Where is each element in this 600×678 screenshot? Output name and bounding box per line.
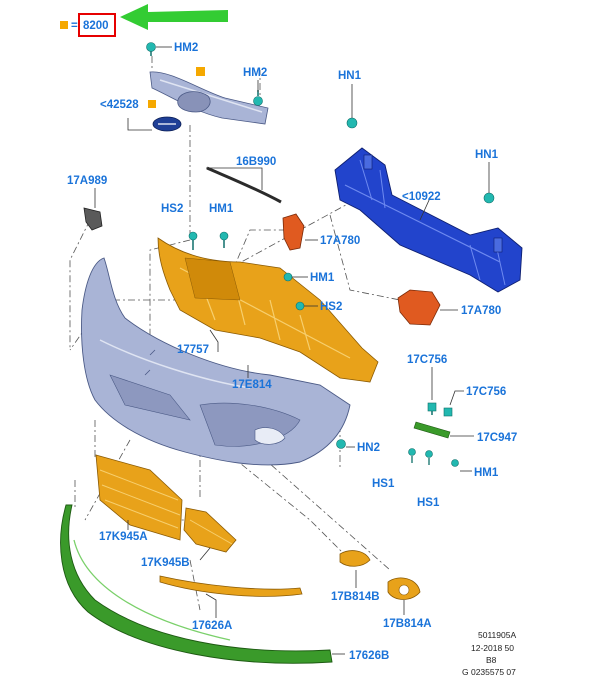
side-grille-17k945b bbox=[183, 507, 237, 553]
label-17e814: 17E814 bbox=[232, 379, 272, 391]
clip-hm1-b bbox=[283, 272, 293, 282]
label-17626a: 17626A bbox=[192, 620, 232, 632]
trim-strip-17626a bbox=[159, 575, 303, 597]
label-hm1-a: HM1 bbox=[209, 203, 234, 215]
label-hs1-a: HS1 bbox=[372, 478, 395, 490]
strip-17c947 bbox=[413, 421, 451, 439]
label-10922: <10922 bbox=[402, 191, 441, 203]
label-hs2-b: HS2 bbox=[320, 301, 342, 313]
label-hs1-b: HS1 bbox=[417, 497, 440, 509]
label-17c947: 17C947 bbox=[477, 432, 517, 444]
label-hs2-a: HS2 bbox=[161, 203, 183, 215]
clip-hn1-a bbox=[346, 84, 358, 129]
label-hm2-grille: HM2 bbox=[243, 67, 267, 79]
label-17a780-a: 17A780 bbox=[320, 235, 360, 247]
label-17b814b: 17B814B bbox=[331, 591, 380, 603]
clip-hn1-b bbox=[483, 162, 495, 204]
clip-hm1-c bbox=[451, 459, 459, 467]
label-17626b: 17626B bbox=[349, 650, 389, 662]
leader-lines bbox=[94, 46, 474, 655]
label-16b990: 16B990 bbox=[236, 156, 276, 168]
emblem-marker-square bbox=[148, 100, 156, 108]
label-17c756-b: 17C756 bbox=[466, 386, 506, 398]
green-arrow bbox=[120, 4, 228, 30]
meta-line-2: 12-2018 50 bbox=[471, 643, 514, 653]
label-17757: 17757 bbox=[177, 344, 209, 356]
lower-grille-17k945a bbox=[95, 454, 183, 541]
label-hm1-c: HM1 bbox=[474, 467, 499, 479]
label-hn1-b: HN1 bbox=[475, 149, 499, 161]
label-hm1-b: HM1 bbox=[310, 272, 335, 284]
clip-hs1-a bbox=[408, 448, 416, 463]
bracket-17a780-right bbox=[397, 289, 441, 326]
energy-absorber-part bbox=[157, 237, 379, 383]
label-42528: <42528 bbox=[100, 99, 139, 111]
upper-grille-part bbox=[149, 71, 269, 125]
label-hn1-a: HN1 bbox=[338, 70, 362, 82]
clip-hm2-top bbox=[146, 42, 156, 56]
clip-hn2 bbox=[336, 439, 346, 449]
diagram-meta-block: 5011905A 12-2018 50 B8 G 0235575 07 bbox=[462, 630, 516, 677]
side-bracket-17a989 bbox=[83, 207, 103, 231]
clip-17c756-b bbox=[443, 407, 453, 417]
label-17a989: 17A989 bbox=[67, 175, 107, 187]
clip-hm1-a bbox=[219, 231, 229, 248]
meta-line-4: G 0235575 07 bbox=[462, 667, 516, 677]
label-17b814a: 17B814A bbox=[383, 618, 432, 630]
clip-hs2-b bbox=[295, 301, 305, 311]
fog-bezel-17b814b bbox=[339, 550, 371, 567]
clip-17c756-a bbox=[427, 402, 437, 415]
bracket-17a780-left bbox=[282, 213, 305, 251]
part-code-highlight-box bbox=[78, 13, 116, 37]
part-code-label: 8200 bbox=[83, 20, 109, 32]
header-marker-square bbox=[60, 21, 68, 29]
upper-seal-strip-part bbox=[206, 166, 282, 204]
clip-hs1-b bbox=[425, 450, 433, 465]
meta-line-1: 5011905A bbox=[478, 630, 516, 640]
label-hm2-top: HM2 bbox=[174, 42, 198, 54]
label-17k945b: 17K945B bbox=[141, 557, 190, 569]
lower-spoiler-17626b bbox=[60, 504, 333, 664]
label-17k945a: 17K945A bbox=[99, 531, 148, 543]
grille-marker-square bbox=[196, 67, 205, 76]
label-17c756-a: 17C756 bbox=[407, 354, 447, 366]
bumper-reinforcement-part bbox=[334, 147, 523, 293]
clip-hs2-a bbox=[188, 231, 198, 250]
clip-hm2-grille bbox=[253, 90, 263, 106]
label-17a780-b: 17A780 bbox=[461, 305, 501, 317]
bumper-cover-part bbox=[81, 257, 351, 466]
emblem-leader bbox=[127, 118, 152, 131]
header-equals: = bbox=[71, 20, 78, 32]
label-hn2: HN2 bbox=[357, 442, 380, 454]
meta-line-3: B8 bbox=[486, 655, 497, 665]
fog-bezel-17b814a bbox=[387, 577, 421, 600]
